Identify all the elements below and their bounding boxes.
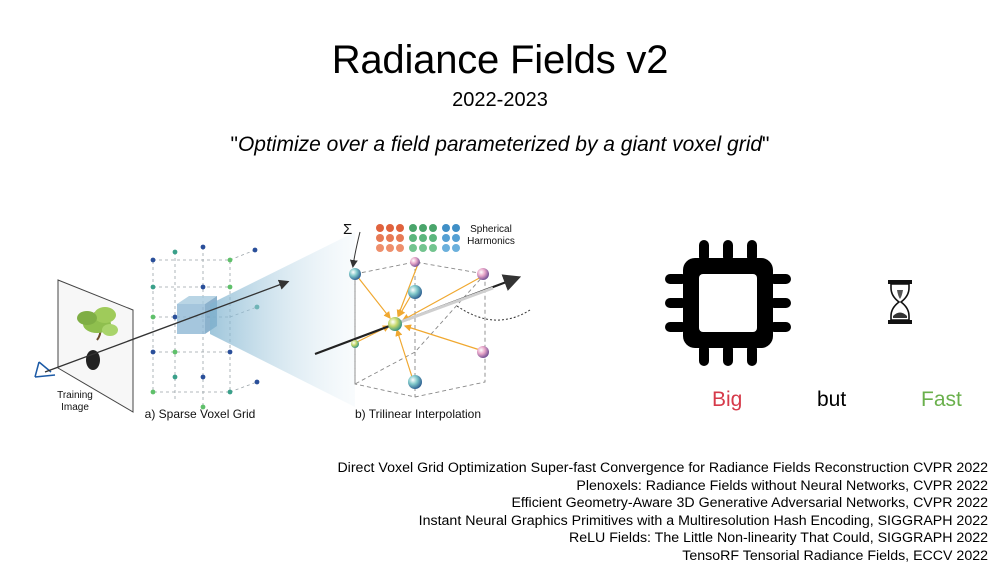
zoom-cone <box>210 232 355 407</box>
training-label-1: Training <box>57 390 93 401</box>
quote-close-mark: " <box>762 133 770 156</box>
ray-highlight <box>394 286 494 326</box>
rotation-arc <box>456 305 531 321</box>
training-label-2: Image <box>61 402 89 413</box>
big-label: Big <box>712 388 743 411</box>
sh-label-1: Spherical <box>470 224 512 235</box>
quote-text: Optimize over a field parameterized by a… <box>237 133 763 156</box>
sigma-symbol: Σ <box>343 221 352 238</box>
plant-image <box>77 307 118 370</box>
slide-quote: "Optimize over a field parameterized by … <box>0 133 1000 157</box>
reference-item: Instant Neural Graphics Primitives with … <box>418 512 988 529</box>
sh-spheres <box>349 257 489 389</box>
sigma-arrow <box>349 231 361 268</box>
slide-subtitle: 2022-2023 <box>452 89 548 111</box>
but-label: but <box>817 388 847 411</box>
reference-item: Efficient Geometry-Aware 3D Generative A… <box>511 495 988 512</box>
interpolation-cube <box>354 261 486 398</box>
reference-item: TensoRF Tensorial Radiance Fields, ECCV … <box>682 547 988 564</box>
reference-item: Plenoxels: Radiance Fields without Neura… <box>576 477 988 494</box>
references-list: Direct Voxel Grid Optimization Super-fas… <box>337 460 988 566</box>
camera-ray-a <box>44 279 290 373</box>
caption-a: a) Sparse Voxel Grid <box>145 407 256 421</box>
reference-item: ReLU Fields: The Little Non-linearity Th… <box>569 530 988 547</box>
fast-label: Fast <box>921 388 962 411</box>
quote-open-mark: " <box>230 133 238 156</box>
caption-b: b) Trilinear Interpolation <box>355 407 481 421</box>
sh-label-2: Harmonics <box>467 236 515 247</box>
chip-icon <box>665 240 791 366</box>
hourglass-icon <box>888 280 912 324</box>
sh-coefficient-grid <box>376 224 460 252</box>
interpolation-arrows <box>356 263 484 381</box>
voxel-diagram: Training Image a) Spars <box>34 221 531 421</box>
slide-title: Radiance Fields v2 <box>331 38 669 82</box>
reference-item: Direct Voxel Grid Optimization Super-fas… <box>337 460 988 476</box>
